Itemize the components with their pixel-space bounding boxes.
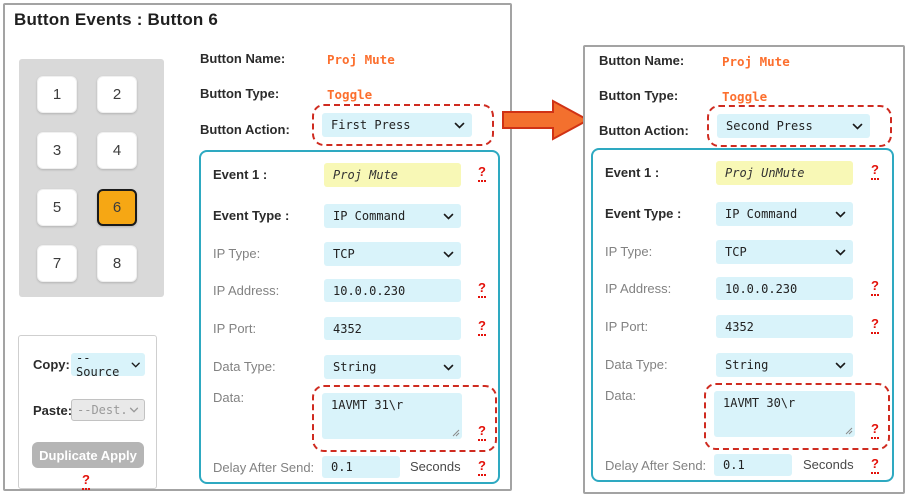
data-type-select[interactable]: String	[324, 355, 461, 379]
data-textarea[interactable]: 1AVMT 31\r	[322, 393, 462, 439]
event-1-label: Event 1 :	[213, 167, 268, 182]
paste-dest-select[interactable]: --Dest.	[71, 399, 145, 421]
left-config-panel: Button Events : Button 6 1 2 3 4 5 6 7 8…	[3, 3, 512, 491]
ip-port-input[interactable]: 4352	[324, 317, 461, 340]
help-icon[interactable]: ?	[478, 459, 486, 476]
keypad-button-4[interactable]: 4	[97, 132, 137, 169]
data-highlight	[704, 383, 890, 450]
help-icon[interactable]: ?	[871, 279, 879, 296]
ip-type-label: IP Type:	[213, 246, 261, 261]
event-type-label: Event Type :	[605, 206, 682, 221]
copy-paste-box: Copy: --Source Paste: --Dest. Duplicate …	[18, 335, 157, 490]
data-label: Data:	[213, 390, 245, 405]
button-action-select-value: Second Press	[726, 119, 813, 133]
delay-input[interactable]: 0.1	[322, 456, 400, 478]
ip-address-label: IP Address:	[605, 281, 672, 296]
help-icon[interactable]: ?	[871, 163, 879, 180]
resize-handle-icon[interactable]	[845, 427, 853, 435]
button-action-highlight: Second Press	[707, 105, 892, 147]
transition-arrow-icon	[502, 99, 591, 141]
keypad-button-1[interactable]: 1	[37, 76, 77, 113]
button-type-value: Toggle	[722, 89, 768, 104]
event-1-box: Event 1 : Proj Mute ? Event Type : IP Co…	[199, 150, 500, 484]
button-action-label: Button Action:	[599, 123, 689, 138]
help-icon[interactable]: ?	[478, 165, 486, 182]
button-type-value: Toggle	[327, 87, 373, 102]
resize-handle-icon[interactable]	[452, 429, 460, 437]
keypad-button-5[interactable]: 5	[37, 189, 77, 226]
help-icon[interactable]: ?	[82, 473, 90, 490]
data-textarea[interactable]: 1AVMT 30\r	[714, 391, 855, 437]
chevron-down-icon	[443, 364, 454, 371]
ip-port-input[interactable]: 4352	[716, 315, 853, 338]
ip-address-input[interactable]: 10.0.0.230	[716, 277, 853, 300]
button-action-highlight: First Press	[312, 104, 494, 146]
chevron-down-icon	[443, 251, 454, 258]
delay-unit-label: Seconds	[410, 459, 461, 474]
chevron-down-icon	[835, 249, 846, 256]
data-type-label: Data Type:	[605, 357, 668, 372]
keypad-button-8[interactable]: 8	[97, 245, 137, 282]
keypad-button-3[interactable]: 3	[37, 132, 77, 169]
ip-address-label: IP Address:	[213, 283, 280, 298]
event-name-input[interactable]: Proj Mute	[324, 163, 461, 187]
duplicate-apply-button[interactable]: Duplicate Apply	[32, 442, 144, 468]
ip-port-label: IP Port:	[605, 319, 649, 334]
button-action-select[interactable]: Second Press	[717, 114, 870, 138]
chevron-down-icon	[852, 123, 863, 130]
button-action-select-value: First Press	[331, 118, 411, 132]
chevron-down-icon	[835, 362, 846, 369]
delay-after-send-label: Delay After Send:	[213, 460, 315, 475]
help-icon[interactable]: ?	[871, 422, 879, 439]
button-keypad: 1 2 3 4 5 6 7 8	[19, 59, 164, 297]
keypad-button-6-selected[interactable]: 6	[97, 189, 137, 226]
help-icon[interactable]: ?	[478, 319, 486, 336]
chevron-down-icon	[129, 407, 139, 413]
help-icon[interactable]: ?	[478, 281, 486, 298]
data-label: Data:	[605, 388, 637, 403]
ip-port-label: IP Port:	[213, 321, 257, 336]
copy-label: Copy:	[33, 357, 70, 372]
data-type-label: Data Type:	[213, 359, 276, 374]
button-name-label: Button Name:	[200, 51, 286, 66]
delay-after-send-label: Delay After Send:	[605, 458, 707, 473]
keypad-button-7[interactable]: 7	[37, 245, 77, 282]
event-type-label: Event Type :	[213, 208, 290, 223]
ip-type-select[interactable]: TCP	[324, 242, 461, 266]
button-action-select[interactable]: First Press	[322, 113, 472, 137]
ip-type-select[interactable]: TCP	[716, 240, 853, 264]
event-1-label: Event 1 :	[605, 165, 660, 180]
button-name-value: Proj Mute	[722, 54, 790, 69]
button-type-label: Button Type:	[599, 88, 679, 103]
chevron-down-icon	[131, 362, 140, 368]
button-name-value: Proj Mute	[327, 52, 395, 67]
help-icon[interactable]: ?	[871, 317, 879, 334]
delay-unit-label: Seconds	[803, 457, 854, 472]
button-action-label: Button Action:	[200, 122, 290, 137]
event-type-select[interactable]: IP Command	[716, 202, 853, 226]
event-1-box: Event 1 : Proj UnMute ? Event Type : IP …	[591, 148, 894, 482]
chevron-down-icon	[443, 213, 454, 220]
paste-label: Paste:	[33, 403, 73, 418]
data-highlight	[312, 385, 497, 452]
chevron-down-icon	[835, 211, 846, 218]
event-type-select[interactable]: IP Command	[324, 204, 461, 228]
page-title: Button Events : Button 6	[14, 10, 219, 29]
ip-type-label: IP Type:	[605, 244, 653, 259]
data-type-select[interactable]: String	[716, 353, 853, 377]
help-icon[interactable]: ?	[871, 457, 879, 474]
right-config-panel: Button Name: Proj Mute Button Type: Togg…	[583, 45, 905, 494]
ip-address-input[interactable]: 10.0.0.230	[324, 279, 461, 302]
help-icon[interactable]: ?	[478, 424, 486, 441]
button-name-label: Button Name:	[599, 53, 685, 68]
button-type-label: Button Type:	[200, 86, 280, 101]
keypad-button-2[interactable]: 2	[97, 76, 137, 113]
delay-input[interactable]: 0.1	[714, 454, 792, 476]
chevron-down-icon	[454, 122, 465, 129]
copy-source-select[interactable]: --Source	[71, 351, 145, 379]
event-name-input[interactable]: Proj UnMute	[716, 161, 853, 185]
